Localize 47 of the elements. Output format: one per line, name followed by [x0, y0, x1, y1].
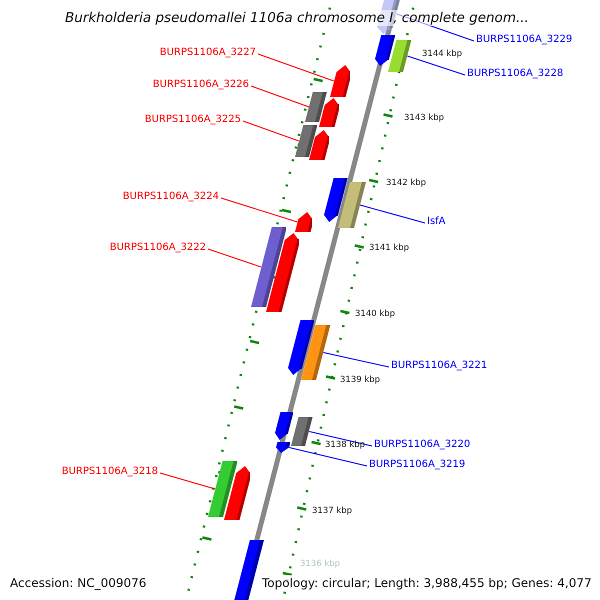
gene-label: BURPS1106A_3221 — [391, 360, 488, 372]
scale-label: 3142 kbp — [386, 177, 426, 189]
gene-label: BURPS1106A_3227 — [160, 47, 256, 59]
gene-feature — [388, 40, 412, 72]
leader-line — [242, 120, 300, 142]
gene-label: IsfA — [427, 216, 446, 228]
scale-label: 3140 kbp — [355, 308, 396, 320]
leader-line — [396, 14, 474, 42]
scale-label: 3137 kbp — [312, 505, 352, 517]
gene-feature — [276, 442, 290, 453]
leader-line — [288, 447, 368, 466]
gene-feature — [301, 325, 330, 380]
gene-label: BURPS1106A_3219 — [369, 459, 466, 471]
gene-feature — [208, 461, 238, 517]
leader-line — [308, 431, 372, 446]
gene-label: BURPS1106A_3224 — [122, 191, 219, 203]
gene-label: BURPS1106A_3220 — [374, 439, 470, 451]
footer-text: Topology: circular; Length: 3,988,455 bp; Genes: 4,077 — [262, 575, 592, 591]
scale-label: 3141 kbp — [369, 242, 410, 254]
gene-label: BURPS1106A_3218 — [62, 466, 158, 478]
gene-feature — [330, 65, 350, 97]
gene-label: BURPS1106A_3225 — [144, 114, 241, 126]
scale-label: 3139 kbp — [340, 374, 380, 386]
footer-text: Accession: NC_009076 — [10, 575, 146, 591]
gene-feature — [250, 227, 286, 307]
leader-line — [322, 352, 390, 368]
gene-feature — [291, 417, 313, 446]
title: Burkholderia pseudomallei 1106a chromosome I, complete genom... — [65, 10, 529, 26]
gene-label: BURPS1106A_3228 — [467, 68, 564, 80]
scale-label: 3144 kbp — [422, 48, 462, 60]
gene-feature — [338, 182, 366, 228]
gene-feature — [305, 92, 327, 122]
gene-label: BURPS1106A_3229 — [476, 34, 572, 46]
gene-label: BURPS1106A_3222 — [110, 242, 206, 254]
leader-line — [360, 204, 426, 224]
leader-line — [220, 198, 298, 222]
gene-label: BURPS1106A_3226 — [152, 79, 249, 91]
leader-line — [250, 86, 310, 108]
leader-line — [258, 54, 334, 82]
scale-label: 3143 kbp — [404, 112, 444, 124]
scale-label: 3136 kbp — [300, 558, 340, 570]
gene-feature — [294, 125, 317, 157]
leader-line — [160, 472, 216, 490]
gene-feature — [294, 212, 312, 232]
leader-line — [406, 56, 466, 76]
leader-line — [208, 248, 262, 268]
scale-label: 3138 kbp — [325, 439, 366, 451]
